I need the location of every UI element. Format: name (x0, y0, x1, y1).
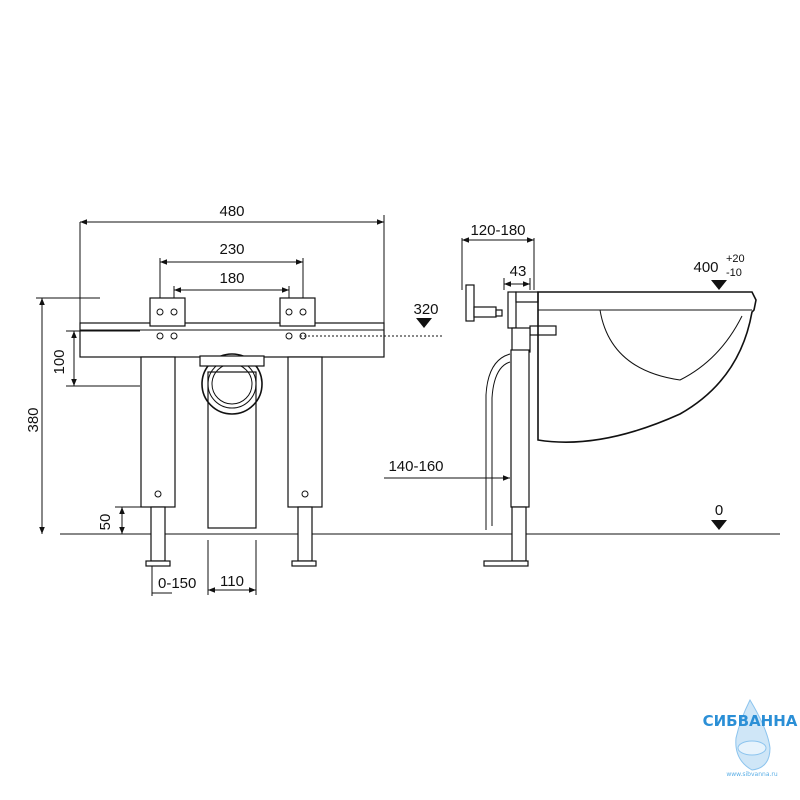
left-foot (150, 506, 166, 562)
tol-minus: -10 (726, 267, 742, 279)
dim-0-150: 0-150 (158, 575, 196, 592)
side-view: 120-180 43 400 +20 -10 140-160 0 (384, 222, 757, 567)
dim-100: 100 (51, 349, 68, 374)
dim-50: 50 (97, 514, 114, 531)
left-leg (140, 356, 176, 508)
dim-110: 110 (220, 573, 244, 590)
dim-230: 230 (219, 241, 244, 258)
dim-120-180: 120-180 (470, 222, 525, 239)
dim-140-160: 140-160 (388, 458, 443, 475)
tol-plus: +20 (726, 253, 745, 265)
logo-brand: СИБВАННА (703, 712, 798, 730)
dim-400: 400 (693, 259, 718, 276)
front-view: 480 230 180 380 100 50 0-150 110 (25, 203, 444, 596)
side-foot (511, 506, 527, 562)
dim-320: 320 (413, 301, 438, 318)
basin (537, 291, 757, 443)
wall-plate (465, 284, 475, 322)
right-leg (287, 356, 323, 508)
dim-180: 180 (219, 270, 244, 287)
right-bracket (279, 297, 316, 327)
water-drop-icon (735, 698, 771, 771)
logo-url: www.sibvanna.ru (726, 771, 778, 778)
dim-480: 480 (219, 203, 244, 220)
drain-collar (201, 353, 263, 415)
side-pipe-outer (485, 353, 511, 530)
drain-pipe (207, 371, 257, 529)
dim-43: 43 (510, 263, 527, 280)
dim-0: 0 (715, 502, 723, 519)
dim-380: 380 (25, 407, 42, 432)
right-foot (297, 506, 313, 562)
crossbar (79, 322, 385, 358)
left-bracket (149, 297, 186, 327)
sibvanna-logo: СИБВАННА www.sibvanna.ru (703, 698, 798, 778)
side-leg (510, 349, 530, 508)
